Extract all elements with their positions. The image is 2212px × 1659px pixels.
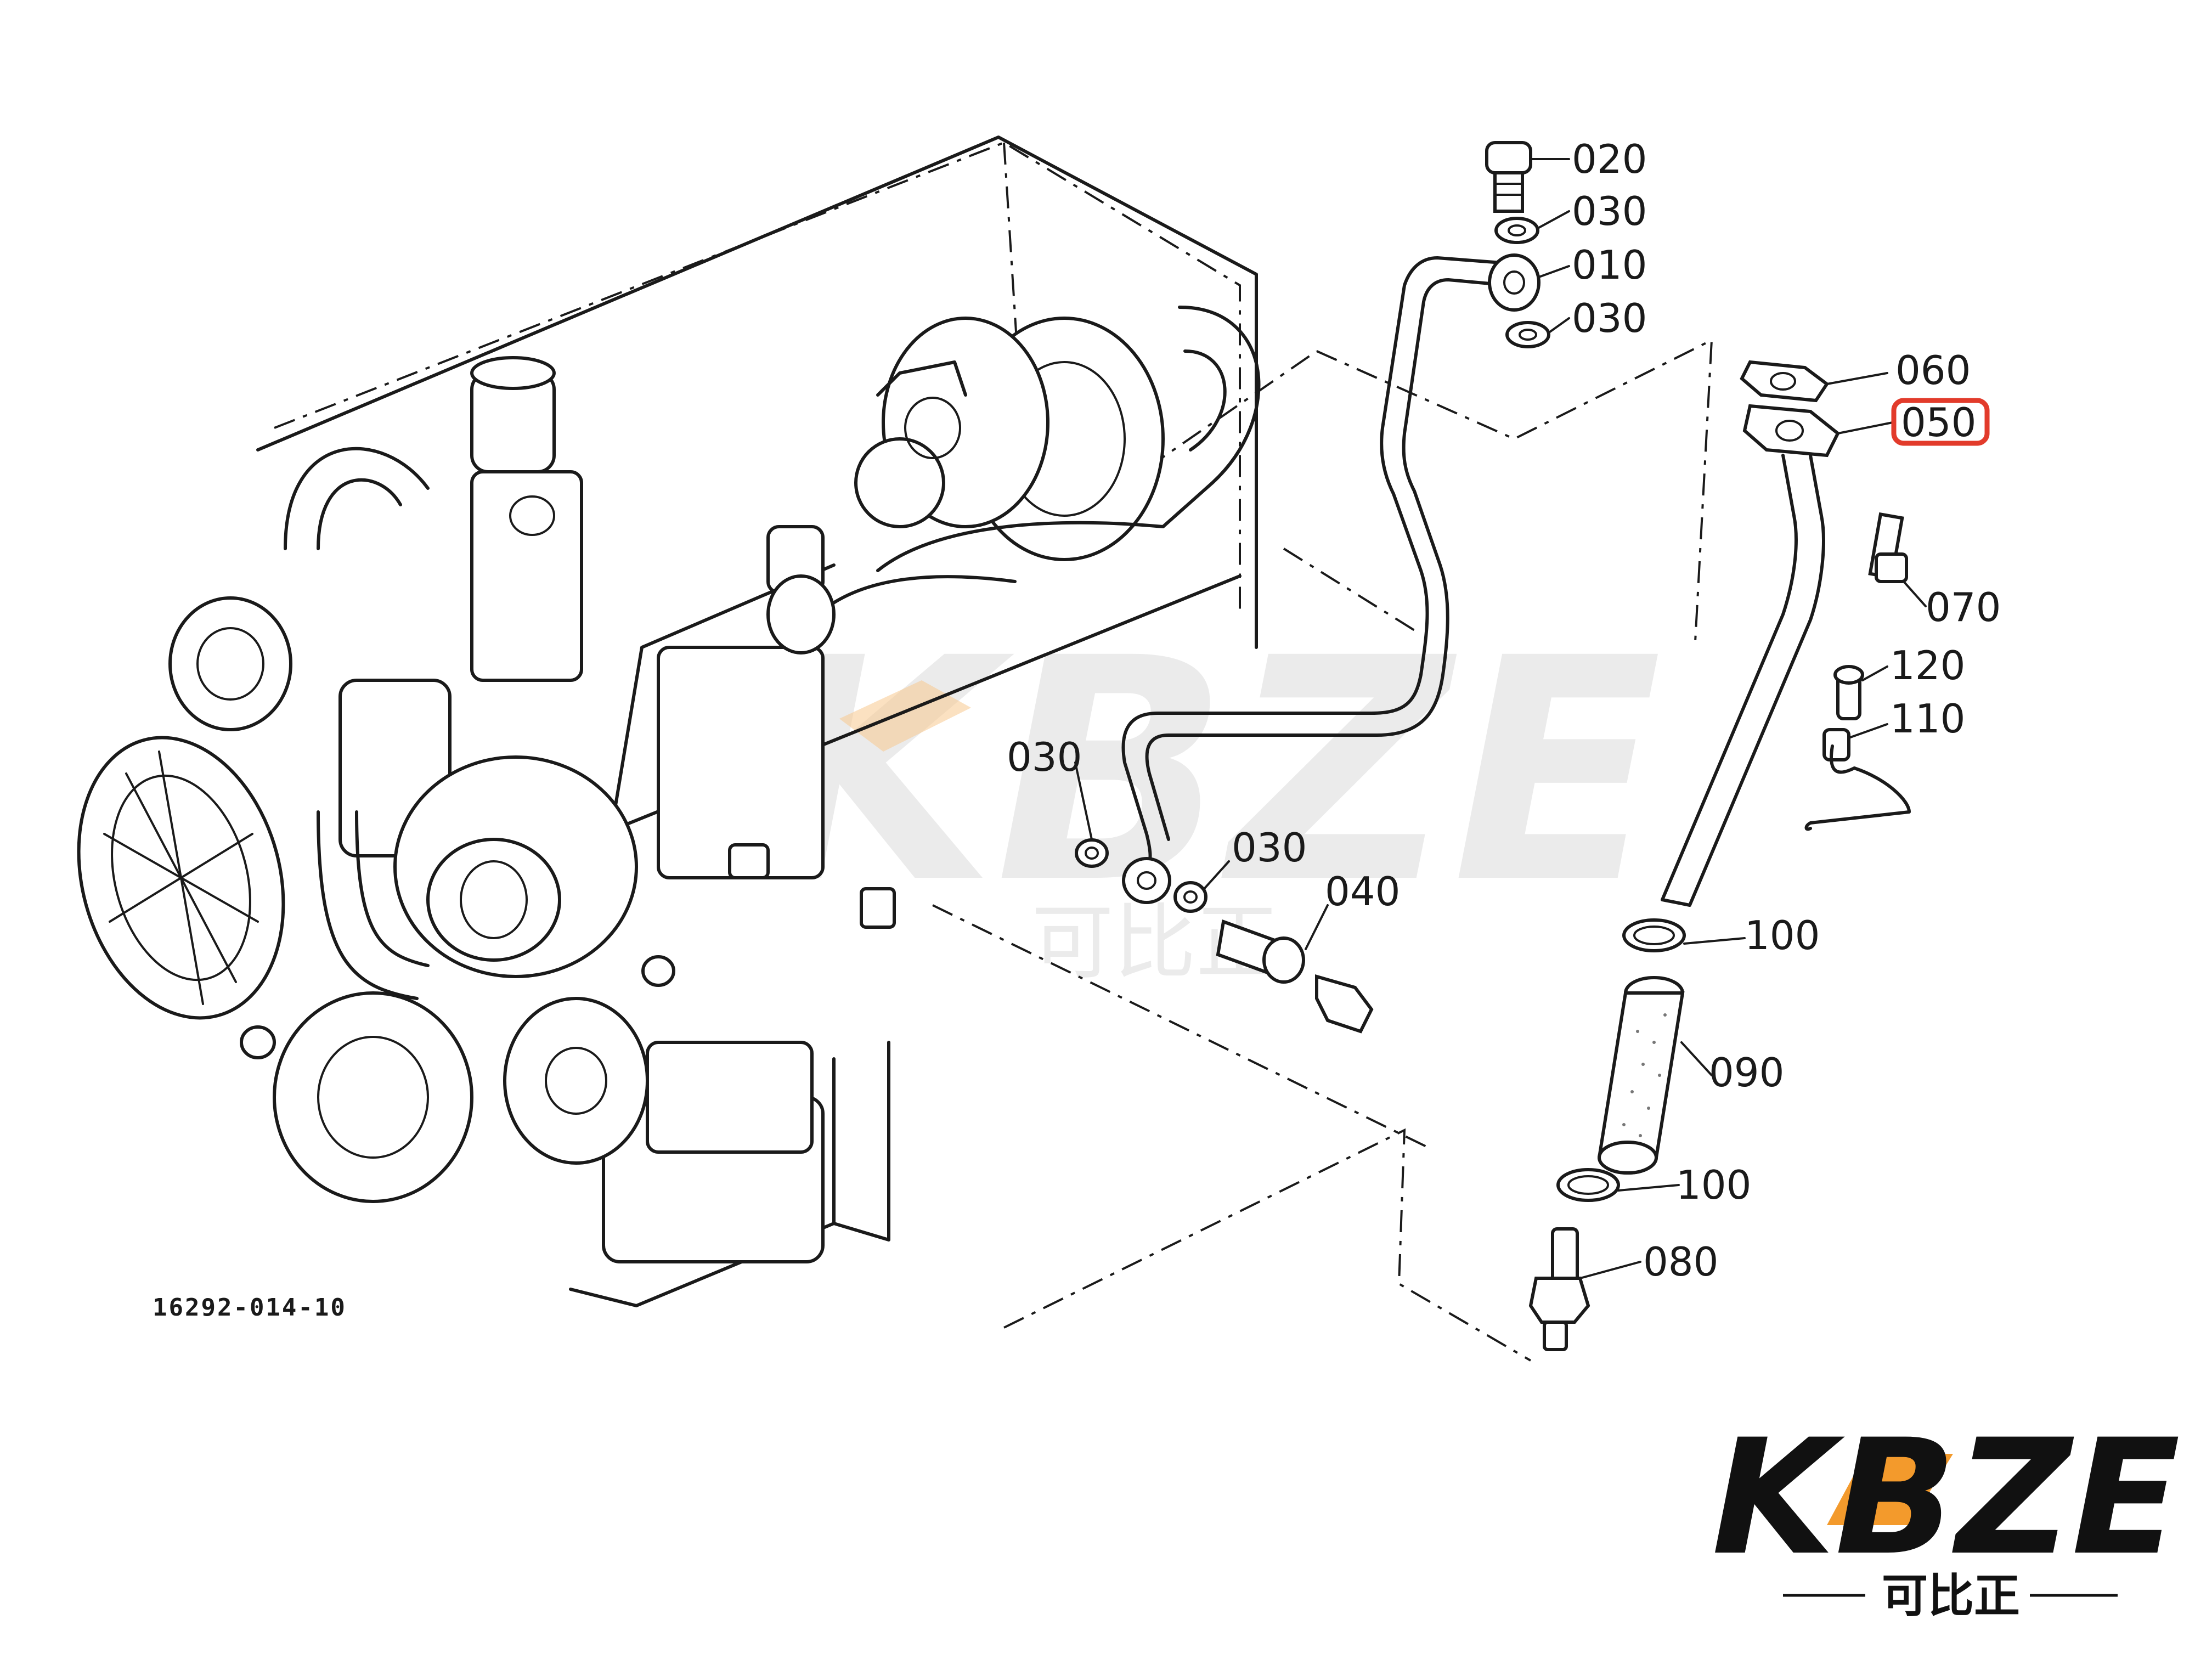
washer-030-top <box>1494 217 1539 244</box>
label-070: 070 <box>1926 584 2001 630</box>
label-100-a: 100 <box>1745 912 1820 958</box>
label-080: 080 <box>1643 1239 1718 1285</box>
washer-030-left <box>1075 838 1109 868</box>
banjo-bolt-020 <box>1485 141 1532 213</box>
hose-clamp-100-upper <box>1622 918 1686 952</box>
bolt-120 <box>1833 665 1864 720</box>
clamp-110 <box>1804 728 1911 831</box>
oil-return-pipe <box>1661 454 1825 907</box>
watermark-text: KBZE <box>757 593 1662 951</box>
label-120: 120 <box>1890 642 1965 689</box>
washer-030-right <box>1173 881 1207 913</box>
label-090: 090 <box>1709 1049 1784 1096</box>
label-050: 050 <box>1901 399 1976 445</box>
logo-accent <box>1827 1454 1953 1525</box>
flange-050 <box>1742 404 1840 458</box>
banjo-fitting-010 <box>1122 857 1171 904</box>
label-020: 020 <box>1572 136 1647 182</box>
logo-text: KBZE <box>1712 1406 2180 1590</box>
label-030-b: 030 <box>1572 295 1647 341</box>
label-110: 110 <box>1890 696 1965 742</box>
leader-lines <box>1074 158 1927 1279</box>
hose-clamp-100-lower <box>1556 1168 1620 1202</box>
union-080 <box>1528 1227 1590 1351</box>
bolt-070 <box>1868 512 1908 583</box>
hose-090 <box>1597 976 1685 1175</box>
label-010: 010 <box>1572 242 1647 288</box>
label-060: 060 <box>1895 347 1971 393</box>
kbze-watermark: KBZE 可比正 <box>757 593 1662 991</box>
kbze-logo: KBZE 可比正 <box>1712 1406 2180 1623</box>
engine-assembly <box>77 136 1261 1307</box>
part-labels: 020 030 010 030 060 050 070 120 110 030 … <box>1007 136 2001 1285</box>
oil-feed-pipe <box>1121 253 1541 868</box>
label-030-d: 030 <box>1232 825 1307 871</box>
label-100-b: 100 <box>1676 1162 1751 1208</box>
drawing-code: 16292-014-10 <box>153 1294 347 1322</box>
washer-030-lower <box>1505 321 1550 348</box>
highlight-box-050 <box>1891 398 1990 446</box>
label-040: 040 <box>1325 868 1400 915</box>
logo-subtext: 可比正 <box>1882 1569 2020 1623</box>
label-030-c: 030 <box>1007 734 1082 780</box>
banjo-bolt-040 <box>1216 919 1374 1034</box>
gasket-060 <box>1740 360 1830 403</box>
label-030-a: 030 <box>1572 188 1647 234</box>
engine-block-outline <box>274 141 1713 1362</box>
